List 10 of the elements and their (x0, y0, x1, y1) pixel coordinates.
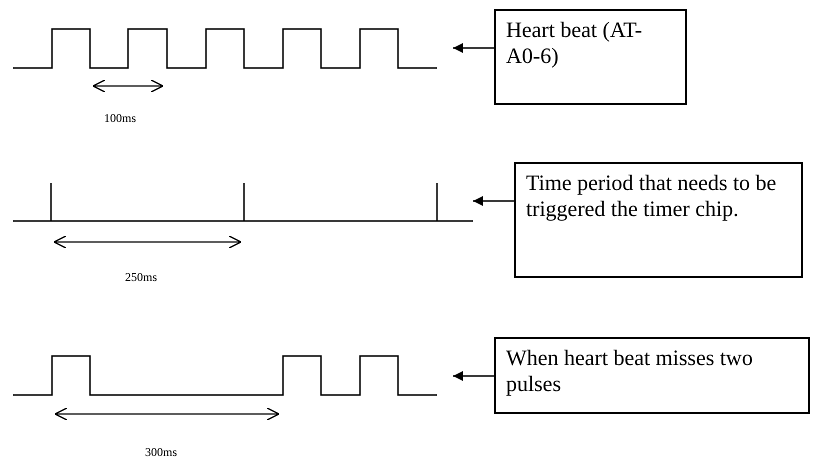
text-box: Time period that needs to be triggered the timer chip. (514, 162, 803, 278)
arrow (453, 371, 494, 381)
arrow (473, 196, 514, 206)
dimension-label: 250ms (125, 270, 158, 285)
text-box: Heart beat (AT-A0-6) (494, 9, 687, 105)
arrow (453, 43, 494, 53)
waveform-drawing (13, 181, 473, 223)
text-box: When heart beat misses two pulses (494, 337, 810, 414)
dimension-label: 300ms (145, 445, 178, 460)
dimension-label: 100ms (104, 111, 136, 126)
